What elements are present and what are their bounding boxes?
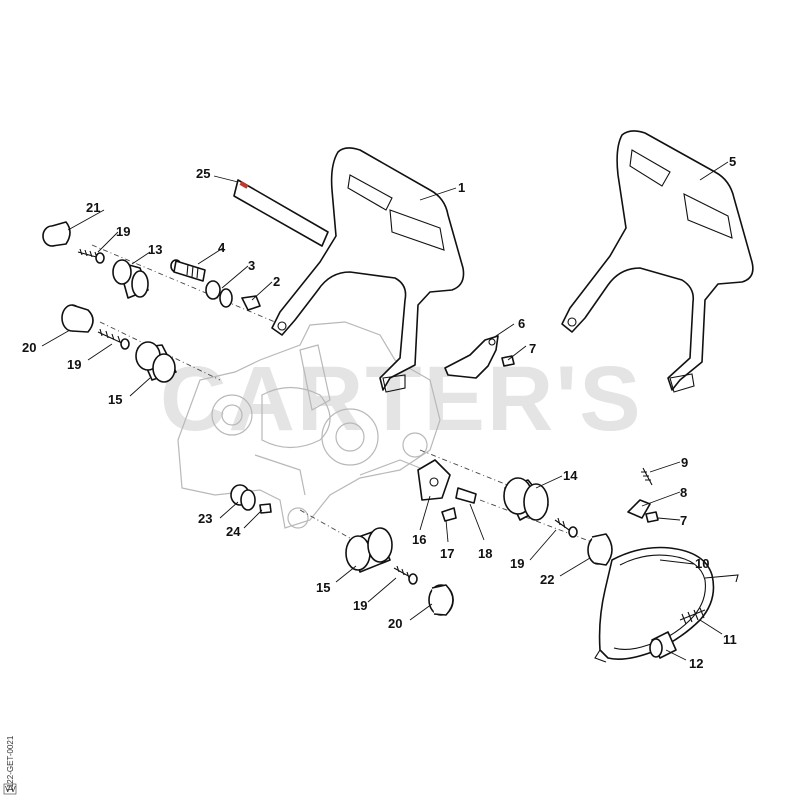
callout-20-a: 20 [22, 340, 36, 355]
engine-housing-ghost [177, 321, 441, 529]
callout-3: 3 [248, 258, 255, 273]
cap-part-20-b[interactable] [428, 584, 454, 616]
buffer-part-13[interactable] [112, 259, 149, 299]
callout-23: 23 [198, 511, 212, 526]
cap-part-21[interactable] [42, 221, 71, 247]
screw-part-19-b[interactable] [97, 328, 130, 350]
callout-19-a: 19 [116, 224, 130, 239]
callout-14: 14 [563, 468, 578, 483]
spring-part-9[interactable] [641, 467, 653, 486]
document-id: 1122-GET-0021 [6, 735, 15, 792]
bolt-part-18[interactable] [455, 487, 477, 504]
callout-25: 25 [196, 166, 210, 181]
callout-5: 5 [729, 154, 736, 169]
callout-1: 1 [458, 180, 465, 195]
callout-21: 21 [86, 200, 100, 215]
callout-17: 17 [440, 546, 454, 561]
callout-16: 16 [412, 532, 426, 547]
callout-labels: 1 2 3 4 5 6 7 7 8 9 10 11 12 13 14 15 15… [22, 154, 737, 671]
callout-6: 6 [518, 316, 525, 331]
callout-7-a: 7 [529, 341, 536, 356]
callout-8: 8 [680, 485, 687, 500]
callout-11: 11 [723, 632, 737, 647]
screw-part-17[interactable] [441, 507, 457, 522]
brake-band-part-10[interactable] [594, 546, 739, 663]
screw-part-7-b[interactable] [645, 511, 659, 523]
callout-19-d: 19 [353, 598, 367, 613]
label-plate-part-25[interactable] [233, 179, 329, 247]
lever-part-8[interactable] [627, 499, 651, 519]
cap-part-20-a[interactable] [61, 304, 94, 333]
handle-guard-part-1[interactable] [271, 147, 465, 393]
screw-part-24[interactable] [259, 503, 272, 514]
buffer-part-3[interactable] [205, 280, 233, 308]
screw-part-19-c[interactable] [554, 517, 578, 538]
callout-4: 4 [218, 240, 226, 255]
screw-part-7-a[interactable] [501, 355, 515, 367]
bracket-part-16[interactable] [417, 459, 451, 501]
corner-mark: VV [5, 785, 16, 794]
buffer-part-15-b[interactable] [345, 527, 393, 573]
callout-15-b: 15 [316, 580, 330, 595]
callout-12: 12 [689, 656, 703, 671]
callout-22: 22 [540, 572, 554, 587]
corner-mark-box [3, 783, 17, 795]
callout-18: 18 [478, 546, 492, 561]
callout-19-b: 19 [67, 357, 81, 372]
buffer-part-14[interactable] [503, 477, 549, 521]
callout-19-c: 19 [510, 556, 524, 571]
callout-7-b: 7 [680, 513, 687, 528]
handle-guard-part-5[interactable] [561, 130, 754, 393]
callout-10: 10 [695, 556, 709, 571]
callout-9: 9 [681, 455, 688, 470]
cap-part-22[interactable] [587, 533, 613, 566]
callout-13: 13 [148, 242, 162, 257]
leader-lines [41, 161, 729, 661]
buffer-part-23[interactable] [230, 484, 256, 511]
callout-20-b: 20 [388, 616, 402, 631]
bolt-part-4[interactable] [170, 259, 206, 282]
screw-part-19-a[interactable] [77, 248, 105, 264]
spring-part-11[interactable] [679, 607, 706, 625]
callout-2: 2 [273, 274, 280, 289]
callout-24: 24 [226, 524, 241, 539]
buffer-part-15-a[interactable] [135, 341, 177, 383]
callout-15-a: 15 [108, 392, 122, 407]
screw-part-19-d[interactable] [393, 565, 418, 585]
nut-part-2[interactable] [241, 295, 261, 311]
